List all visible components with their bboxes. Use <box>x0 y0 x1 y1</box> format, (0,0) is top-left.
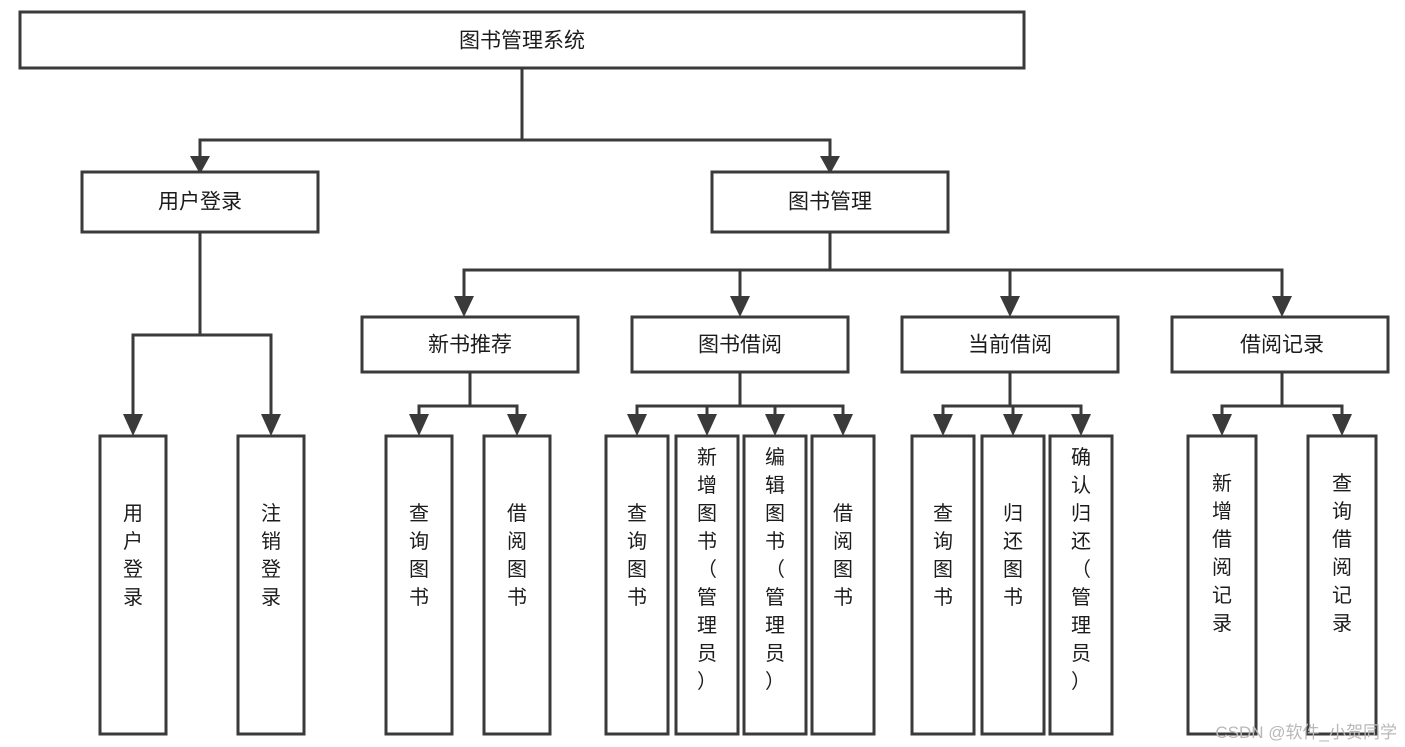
node-leaf-query-book-2-box[interactable] <box>604 434 670 736</box>
node-leaf-query-book-3[interactable]: 查询图书 <box>910 434 976 736</box>
node-leaf-add-book[interactable]: 新增图书（管理员） <box>674 434 740 736</box>
csdn-watermark: CSDN @软件_小贺同学 <box>1215 723 1397 742</box>
node-leaf-add-book-box[interactable] <box>674 434 740 736</box>
node-leaf-confirm-return[interactable]: 确认归还（管理员） <box>1048 434 1114 736</box>
node-borrow-record-label: 借阅记录 <box>1240 334 1324 357</box>
arrowhead-leaf-query-record <box>1332 414 1352 436</box>
node-user-login-box[interactable] <box>80 170 320 234</box>
arrowhead-leaf-return-book <box>1003 414 1023 436</box>
node-leaf-query-book-2-label: 查询图书 <box>627 502 647 609</box>
node-current-borrow-box[interactable] <box>900 315 1120 374</box>
node-leaf-query-record-label: 查询借阅记录 <box>1332 472 1352 635</box>
node-leaf-user-login-label: 用户登录 <box>123 503 143 609</box>
node-leaf-user-login-box[interactable] <box>98 434 168 736</box>
node-leaf-query-book-1-box[interactable] <box>384 434 454 736</box>
arrowhead-leaf-add-record <box>1212 414 1232 436</box>
node-leaf-return-book-label: 归还图书 <box>1003 502 1023 609</box>
node-leaf-borrow-book-2-box[interactable] <box>810 434 876 736</box>
node-leaf-add-book-label: 新增图书（管理员） <box>697 446 717 693</box>
node-leaf-confirm-return-label: 确认归还（管理员） <box>1071 446 1091 693</box>
node-leaf-edit-book-box[interactable] <box>742 434 808 736</box>
node-new-book-rec-box[interactable] <box>360 315 580 374</box>
node-leaf-logout[interactable]: 注销登录 <box>236 434 306 736</box>
node-user-login-label: 用户登录 <box>158 191 242 214</box>
arrowhead-book-manage <box>820 156 840 174</box>
node-leaf-user-login[interactable]: 用户登录 <box>98 434 168 736</box>
arrowhead-leaf-user-login <box>123 414 143 436</box>
arrowhead-borrow-record <box>1272 296 1292 317</box>
node-book-borrow[interactable]: 图书借阅 <box>630 315 850 374</box>
arrowhead-user-login <box>190 156 210 174</box>
node-leaf-borrow-book-2[interactable]: 借阅图书 <box>810 434 876 736</box>
arrowhead-leaf-query-book-3 <box>933 414 953 436</box>
arrowhead-book-borrow <box>730 296 750 317</box>
node-leaf-edit-book[interactable]: 编辑图书（管理员） <box>742 434 808 736</box>
connector-layer <box>123 66 1352 436</box>
node-leaf-borrow-book-2-label: 借阅图书 <box>833 502 853 609</box>
node-current-borrow[interactable]: 当前借阅 <box>900 315 1120 374</box>
arrowhead-leaf-edit-book <box>765 414 785 436</box>
arrowhead-leaf-query-book-2 <box>627 414 647 436</box>
node-leaf-return-book[interactable]: 归还图书 <box>980 434 1046 736</box>
arrowhead-leaf-borrow-book-1 <box>507 414 527 436</box>
node-current-borrow-label: 当前借阅 <box>968 334 1052 357</box>
node-root-label: 图书管理系统 <box>459 30 585 53</box>
node-leaf-query-record[interactable]: 查询借阅记录 <box>1306 434 1378 736</box>
node-leaf-borrow-book-1-box[interactable] <box>482 434 552 736</box>
node-new-book-rec[interactable]: 新书推荐 <box>360 315 580 374</box>
node-leaf-query-book-1[interactable]: 查询图书 <box>384 434 454 736</box>
node-book-borrow-label: 图书借阅 <box>698 334 782 357</box>
node-leaf-query-book-2[interactable]: 查询图书 <box>604 434 670 736</box>
node-leaf-query-book-3-box[interactable] <box>910 434 976 736</box>
node-leaf-add-record-label: 新增借阅记录 <box>1212 472 1232 635</box>
arrowhead-leaf-confirm-return <box>1071 414 1091 436</box>
node-leaf-borrow-book-1[interactable]: 借阅图书 <box>482 434 552 736</box>
node-leaf-return-book-box[interactable] <box>980 434 1046 736</box>
arrowhead-leaf-add-book <box>697 414 717 436</box>
node-leaf-add-record[interactable]: 新增借阅记录 <box>1186 434 1258 736</box>
node-root[interactable]: 图书管理系统 <box>18 10 1026 70</box>
node-book-manage-box[interactable] <box>710 170 950 234</box>
node-leaf-query-book-3-label: 查询图书 <box>933 502 953 609</box>
node-book-manage-label: 图书管理 <box>788 191 872 214</box>
arrowhead-leaf-borrow-book-2 <box>833 414 853 436</box>
node-leaf-logout-box[interactable] <box>236 434 306 736</box>
arrowhead-current-borrow <box>1000 296 1020 317</box>
node-book-borrow-box[interactable] <box>630 315 850 374</box>
node-borrow-record[interactable]: 借阅记录 <box>1170 315 1390 374</box>
node-leaf-edit-book-label: 编辑图书（管理员） <box>765 446 785 693</box>
node-user-login[interactable]: 用户登录 <box>80 170 320 234</box>
node-leaf-query-book-1-label: 查询图书 <box>409 502 429 609</box>
node-leaf-borrow-book-1-label: 借阅图书 <box>507 502 527 609</box>
node-leaf-logout-label: 注销登录 <box>261 502 281 609</box>
node-new-book-rec-label: 新书推荐 <box>428 334 512 357</box>
node-borrow-record-box[interactable] <box>1170 315 1390 374</box>
arrowhead-new-book-rec <box>454 296 474 317</box>
node-book-manage[interactable]: 图书管理 <box>710 170 950 234</box>
node-leaf-add-record-box[interactable] <box>1186 434 1258 736</box>
node-leaf-query-record-box[interactable] <box>1306 434 1378 736</box>
arrowhead-leaf-logout <box>261 414 281 436</box>
node-root-box[interactable] <box>18 10 1026 70</box>
arrowhead-leaf-query-book-1 <box>409 414 429 436</box>
node-leaf-confirm-return-box[interactable] <box>1048 434 1114 736</box>
